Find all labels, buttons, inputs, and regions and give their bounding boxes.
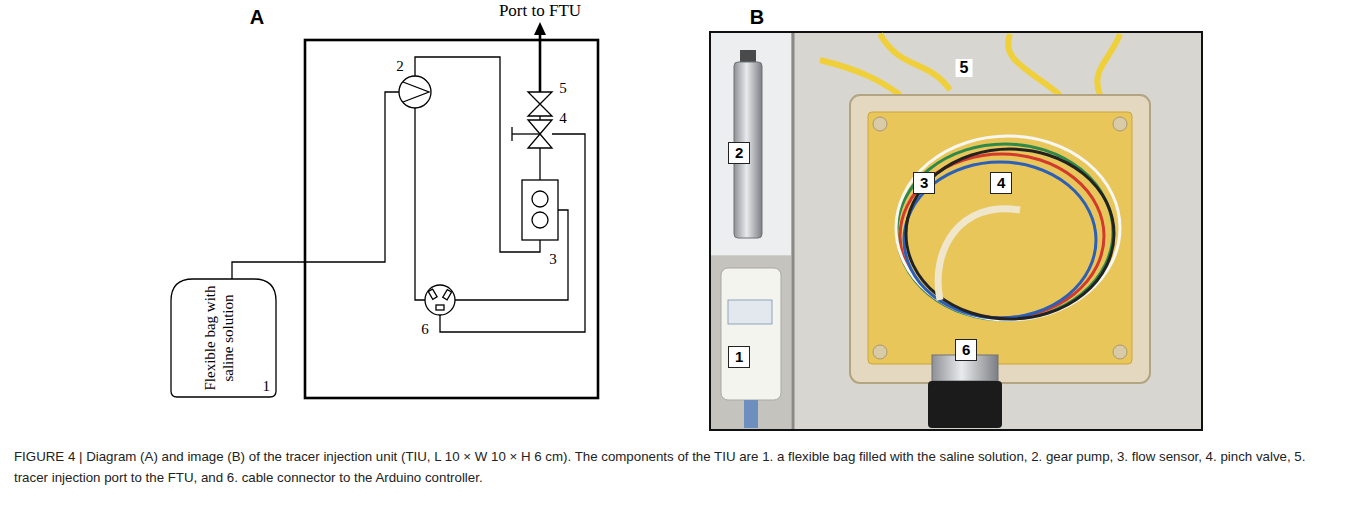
bag-photo: [744, 400, 758, 428]
panel-letter: B: [750, 6, 764, 29]
tube-line: [539, 148, 540, 180]
callout-number: 1: [263, 379, 271, 394]
unit-photo-ground: [795, 33, 1201, 429]
tiu-housing: [305, 40, 598, 398]
flow-sensor-symbol: [522, 180, 558, 240]
callout-number: 5: [956, 59, 973, 77]
callout-number: 3: [920, 174, 928, 192]
figure-caption: FIGURE 4 | Diagram (A) and image (B) of …: [14, 447, 1340, 488]
port-label: Port to FTU: [499, 1, 581, 21]
pump-symbol: [399, 76, 431, 108]
valve-handle: [512, 133, 540, 134]
photo: [710, 32, 1202, 430]
bag-photo-ground: [711, 256, 791, 429]
callout-box: 1: [728, 346, 750, 368]
tube-line: [232, 92, 399, 280]
panel-letter: A: [250, 6, 264, 29]
pump-symbol: [403, 82, 429, 102]
component-label: Flexible bag with saline solution: [201, 282, 237, 394]
port-valve-symbol: [528, 92, 552, 116]
bag-outline: [171, 279, 276, 397]
callout-box: 2: [728, 142, 750, 164]
wire-photo: [896, 136, 1120, 320]
photo-divider: [792, 33, 795, 429]
schematic: [232, 22, 598, 398]
port-arrowhead: [534, 22, 546, 35]
connector-photo: [928, 381, 1002, 428]
callout-number: 6: [962, 341, 970, 359]
screw-photo: [873, 117, 887, 131]
callout-number: 3: [549, 251, 557, 268]
enclosure-photo: [850, 95, 1150, 383]
callout-number: 2: [396, 58, 404, 75]
port-line: [539, 33, 542, 92]
wire-line: [415, 57, 540, 252]
callout-box: 4: [990, 172, 1012, 194]
connector-pin: [436, 305, 444, 310]
screw-photo: [873, 345, 887, 359]
connector-pin: [443, 290, 452, 300]
tube-line: [539, 116, 540, 120]
callout-number: 5: [559, 80, 567, 97]
callout-number: 4: [997, 174, 1005, 192]
wire-line: [415, 108, 425, 300]
photo-frame: [710, 32, 1202, 430]
screw-photo: [1113, 117, 1127, 131]
flow-sensor-rotor: [532, 191, 548, 207]
flow-sensor-rotor: [532, 212, 548, 228]
callout-number: 6: [421, 321, 429, 338]
wire-line: [455, 210, 568, 300]
connector-pin: [428, 289, 437, 299]
wire-line: [440, 134, 585, 332]
bag-photo: [728, 300, 772, 324]
callout-number: 4: [559, 110, 567, 127]
screw-photo: [1113, 345, 1127, 359]
callout-number: 2: [735, 144, 743, 162]
cable-photo: [820, 34, 1120, 95]
connector-symbol: [425, 285, 455, 315]
callout-box: 6: [955, 339, 977, 361]
bag-photo: [721, 268, 781, 400]
saline-bag: Flexible bag with saline solution 1: [170, 278, 277, 398]
pump-photo-ground: [711, 33, 791, 255]
valve-handle: [511, 127, 512, 141]
callout-number: 1: [735, 348, 743, 366]
enclosure-photo: [868, 112, 1132, 364]
callout-box: 3: [913, 172, 935, 194]
